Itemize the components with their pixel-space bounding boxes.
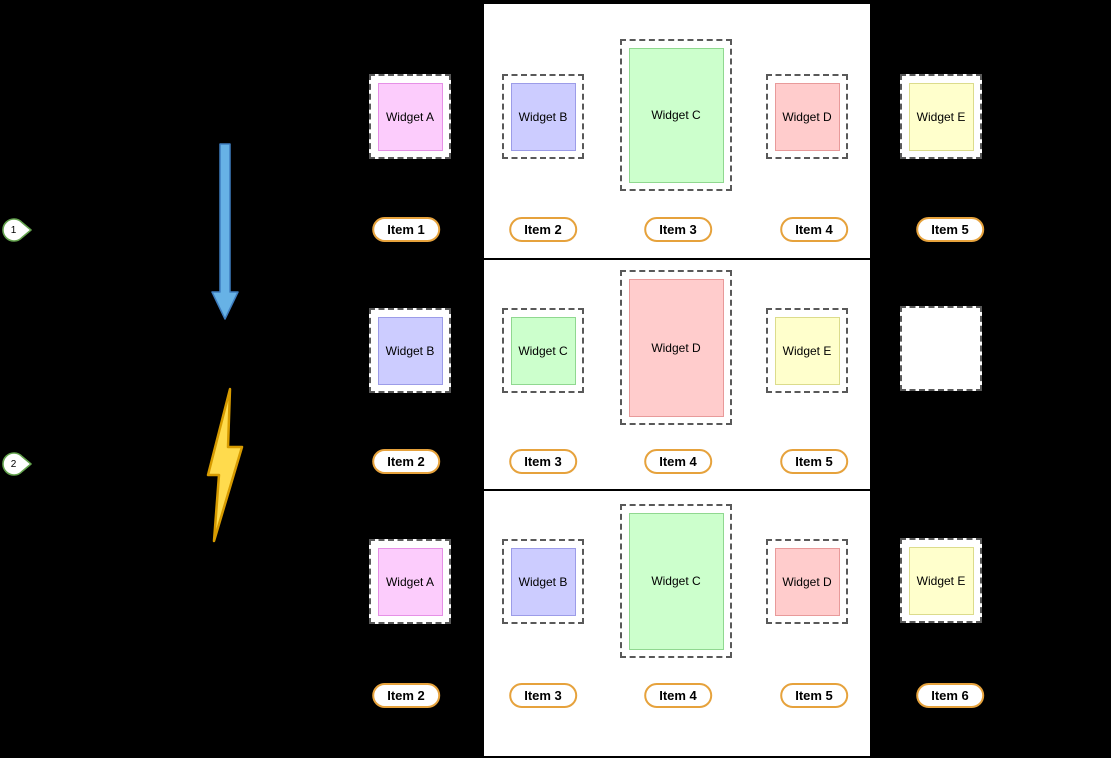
item-label: Item 1 bbox=[387, 222, 425, 237]
row1-widget-b: Widget B bbox=[510, 82, 576, 151]
row1-item-pill-2: Item 2 bbox=[509, 217, 577, 242]
row3-widget-b-box: Widget B bbox=[502, 539, 584, 624]
row3-widget-c: Widget C bbox=[628, 512, 724, 650]
row2-item-pill-3: Item 4 bbox=[644, 449, 712, 474]
row3-widget-d-box: Widget D bbox=[766, 539, 848, 624]
widget-label: Widget C bbox=[651, 108, 701, 122]
row1-widget-d: Widget D bbox=[774, 82, 840, 151]
item-label: Item 3 bbox=[659, 222, 697, 237]
widget-label: Widget C bbox=[518, 343, 568, 358]
item-label: Item 4 bbox=[659, 454, 697, 469]
row1-item-pill-1: Item 1 bbox=[372, 217, 440, 242]
row1-widget-a-box: Widget A bbox=[369, 74, 451, 159]
row2-widget-e: Widget E bbox=[774, 316, 840, 385]
row2-widget-d-box: Widget D bbox=[620, 270, 732, 425]
row2-widget-e-box: Widget E bbox=[766, 308, 848, 393]
row1-item-pill-4: Item 4 bbox=[780, 217, 848, 242]
widget-label: Widget E bbox=[916, 109, 966, 124]
row1-widget-b-box: Widget B bbox=[502, 74, 584, 159]
row3-widget-e: Widget E bbox=[908, 546, 974, 615]
item-label: Item 4 bbox=[795, 222, 833, 237]
down-arrow-icon bbox=[211, 143, 239, 320]
row2-empty-slot bbox=[908, 314, 974, 383]
widget-label: Widget B bbox=[385, 343, 435, 358]
widget-label: Widget A bbox=[385, 109, 435, 124]
widget-label: Widget D bbox=[782, 574, 832, 589]
row3-widget-a: Widget A bbox=[377, 547, 443, 616]
row1-widget-c-box: Widget C bbox=[620, 39, 732, 191]
pin-icon bbox=[2, 218, 32, 242]
row2-widget-b-box: Widget B bbox=[369, 308, 451, 393]
widget-label: Widget B bbox=[518, 109, 568, 124]
row1-item-pill-3: Item 3 bbox=[644, 217, 712, 242]
item-label: Item 2 bbox=[387, 454, 425, 469]
item-label: Item 3 bbox=[524, 454, 562, 469]
row1-item-pill-5: Item 5 bbox=[916, 217, 984, 242]
widget-label: Widget E bbox=[782, 343, 832, 358]
row3-widget-d: Widget D bbox=[774, 547, 840, 616]
widget-label: Widget C bbox=[651, 574, 701, 588]
widget-label: Widget D bbox=[782, 109, 832, 124]
row2-widget-d: Widget D bbox=[628, 278, 724, 417]
row1-widget-e-box: Widget E bbox=[900, 74, 982, 159]
lightning-icon bbox=[206, 387, 244, 543]
marker-2: 2 bbox=[2, 451, 32, 477]
section-divider-1 bbox=[483, 258, 871, 260]
item-label: Item 3 bbox=[524, 688, 562, 703]
row3-item-pill-3: Item 4 bbox=[644, 683, 712, 708]
widget-label: Widget A bbox=[385, 574, 435, 589]
item-label: Item 2 bbox=[387, 688, 425, 703]
row3-item-pill-1: Item 2 bbox=[372, 683, 440, 708]
pin-icon bbox=[2, 452, 32, 476]
row2-widget-c-box: Widget C bbox=[502, 308, 584, 393]
item-label: Item 5 bbox=[795, 454, 833, 469]
row2-widget-b: Widget B bbox=[377, 316, 443, 385]
row1-widget-d-box: Widget D bbox=[766, 74, 848, 159]
row1-widget-c: Widget C bbox=[628, 47, 724, 183]
item-label: Item 5 bbox=[931, 222, 969, 237]
row3-widget-a-box: Widget A bbox=[369, 539, 451, 624]
row3-item-pill-5: Item 6 bbox=[916, 683, 984, 708]
row3-widget-c-box: Widget C bbox=[620, 504, 732, 658]
row1-widget-a: Widget A bbox=[377, 82, 443, 151]
section-divider-2 bbox=[483, 489, 871, 491]
marker-number: 1 bbox=[10, 224, 17, 236]
row2-widget-c: Widget C bbox=[510, 316, 576, 385]
marker-number: 2 bbox=[10, 458, 17, 470]
row3-widget-e-box: Widget E bbox=[900, 538, 982, 623]
row3-item-pill-4: Item 5 bbox=[780, 683, 848, 708]
row2-item-pill-2: Item 3 bbox=[509, 449, 577, 474]
item-label: Item 2 bbox=[524, 222, 562, 237]
row2-item-pill-1: Item 2 bbox=[372, 449, 440, 474]
marker-1: 1 bbox=[2, 217, 32, 243]
widget-label: Widget B bbox=[518, 574, 568, 589]
item-label: Item 5 bbox=[795, 688, 833, 703]
row2-empty-box bbox=[900, 306, 982, 391]
row3-widget-b: Widget B bbox=[510, 547, 576, 616]
widget-label: Widget E bbox=[916, 573, 966, 588]
row3-item-pill-2: Item 3 bbox=[509, 683, 577, 708]
item-label: Item 4 bbox=[659, 688, 697, 703]
item-label: Item 6 bbox=[931, 688, 969, 703]
row2-item-pill-4: Item 5 bbox=[780, 449, 848, 474]
widget-label: Widget D bbox=[651, 340, 701, 355]
row1-widget-e: Widget E bbox=[908, 82, 974, 151]
